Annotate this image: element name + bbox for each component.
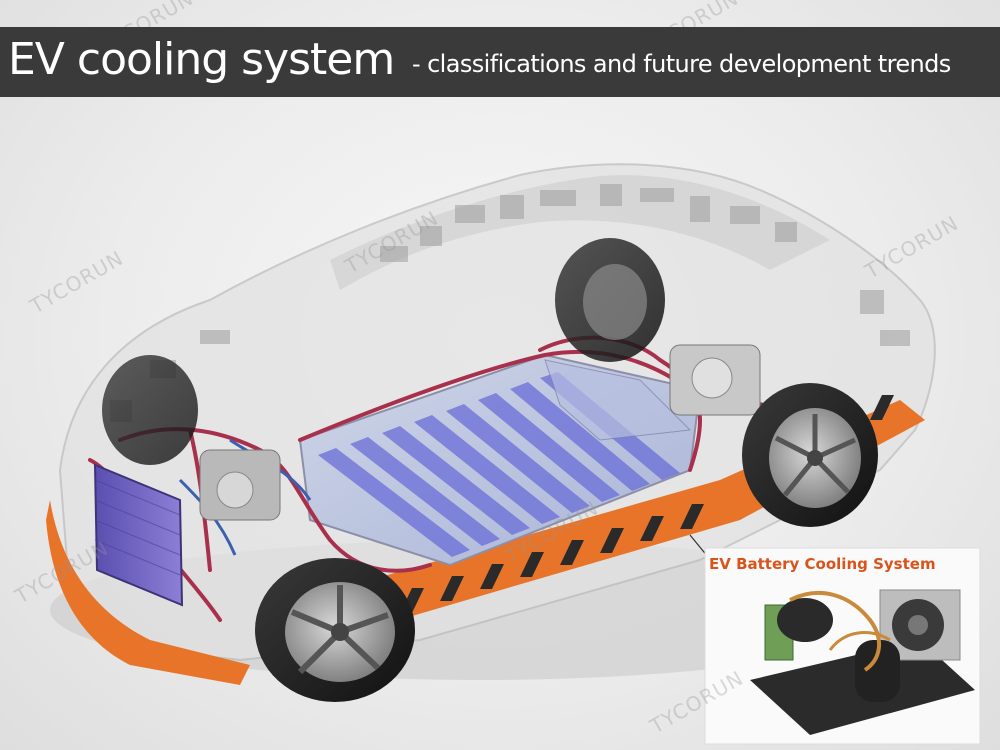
- rear-drive-unit: [669, 344, 761, 416]
- sill-hazard-stripes: [360, 395, 894, 625]
- front-left-wheel: [102, 355, 198, 465]
- page-subtitle: - classifications and future development…: [412, 50, 951, 78]
- front-drive-unit: [199, 449, 281, 521]
- rear-left-wheel: [555, 238, 665, 362]
- title-banner: EV cooling system - classifications and …: [0, 27, 1000, 97]
- battery-rear-module: [544, 359, 692, 441]
- front-bumper-orange: [46, 500, 250, 685]
- battery-cooling-unit-photo: [704, 547, 981, 745]
- rear-right-wheel: [742, 383, 878, 527]
- front-radiator: [93, 463, 184, 607]
- callout-label: EV Battery Cooling System: [709, 555, 936, 573]
- front-right-wheel: [255, 558, 415, 702]
- page-title: EV cooling system: [8, 34, 395, 85]
